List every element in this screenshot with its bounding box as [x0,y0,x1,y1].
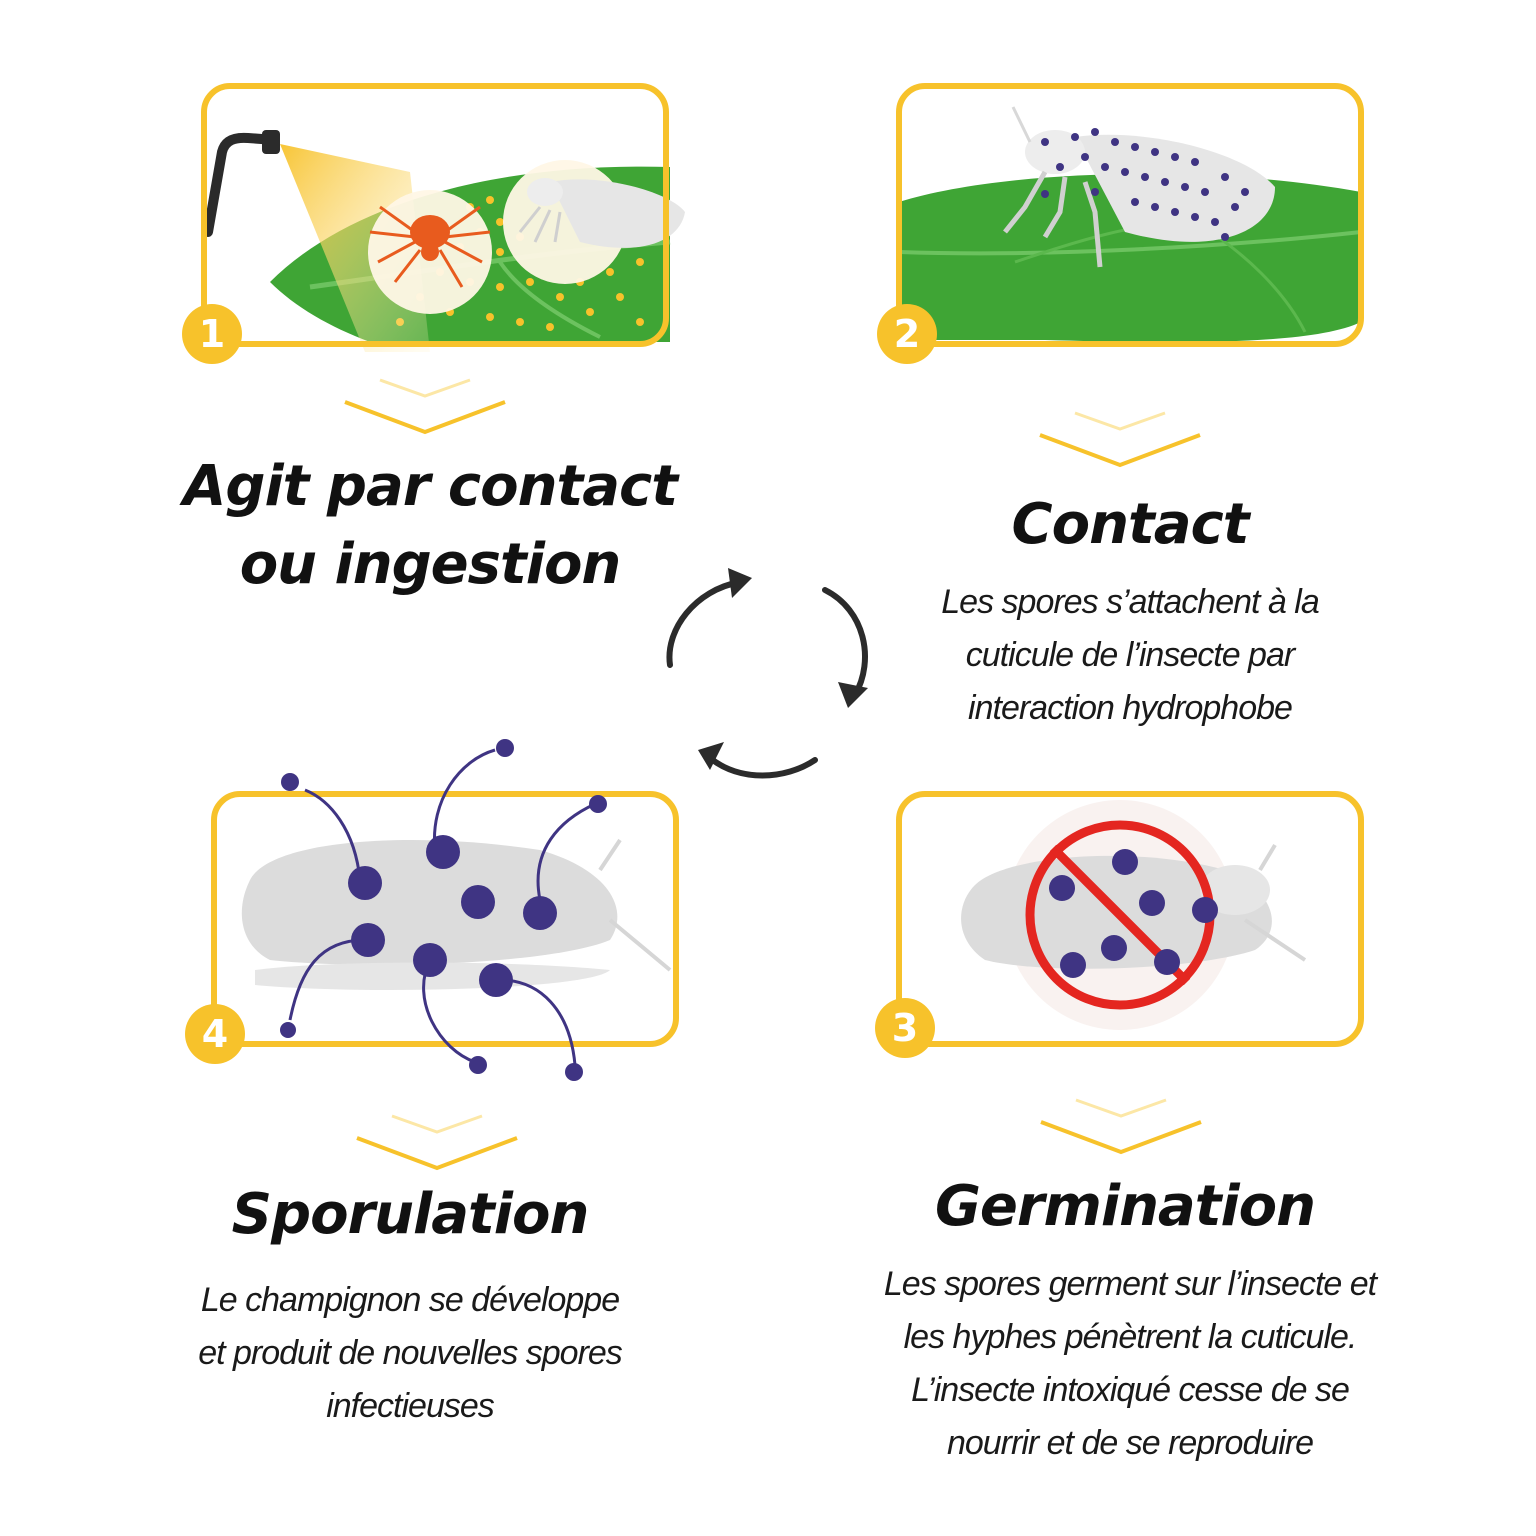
step-1-badge: 1 [182,304,242,364]
step-3-panel: 3 [875,790,1365,1058]
step-3-description-line-4: nourrir et de se reproduire [946,1424,1314,1462]
step-2-description: Les spores s’attachent à la cuticule de … [860,576,1400,735]
step-4-title: Sporulation [170,1180,650,1250]
step-2-badge: 2 [877,304,937,364]
step-4-badge: 4 [185,1004,245,1064]
step-2-description-line-2: cuticule de l’insecte par [965,636,1295,674]
step-3-title-line-1: Germination [934,1174,1316,1239]
chevron-down-icon [1039,411,1201,468]
step-3-title: Germination [880,1172,1370,1242]
step-1-title: Agit par contact ou ingestion [170,448,690,604]
spore-dots [280,739,607,1081]
step-2-title: Contact [900,490,1360,560]
cycle-arrows-icon [666,568,868,779]
chevron-down-icon [356,1114,518,1171]
step-4-description: Le champignon se développe et produit de… [130,1274,690,1433]
step-4-illustration [211,739,679,1081]
step-4-panel: 4 [185,739,680,1081]
chevron-down-icon [344,378,506,435]
step-3-description-line-2: les hyphes pénètrent la cuticule. [903,1318,1358,1356]
spore-dots [1049,849,1218,978]
step-1-title-line-2: ou ingestion [239,532,622,597]
step-2-description-line-1: Les spores s’attachent à la [941,583,1319,621]
step-2-illustration [896,83,1364,347]
step-3-illustration [896,791,1364,1047]
step-1-illustration [201,83,685,352]
spore-dots [1041,128,1249,241]
step-3-description-line-3: L’insecte intoxiqué cesse de se [911,1371,1350,1409]
step-3-description-line-1: Les spores germent sur l’insecte et [883,1265,1377,1303]
red-spider-mite-icon [369,205,491,288]
sprayer-nozzle-icon [203,132,280,237]
step-3-description: Les spores germent sur l’insecte et les … [810,1258,1450,1470]
step-4-title-line-1: Sporulation [231,1182,590,1247]
chevron-down-icon [1040,1098,1202,1155]
step-2-title-line-1: Contact [1011,492,1250,557]
step-2-description-line-3: interaction hydrophobe [968,689,1293,727]
whitefly-icon [518,178,685,248]
step-4-description-line-3: infectieuses [326,1387,495,1425]
step-4-description-line-1: Le champignon se développe [200,1281,620,1319]
step-3-badge: 3 [875,998,935,1058]
step-2-panel: 2 [877,82,1365,364]
whitefly-icon [1003,106,1275,268]
step-4-description-line-2: et produit de nouvelles spores [198,1334,623,1372]
step-1-panel: 1 [182,82,685,364]
step-1-title-line-1: Agit par contact [183,454,678,519]
